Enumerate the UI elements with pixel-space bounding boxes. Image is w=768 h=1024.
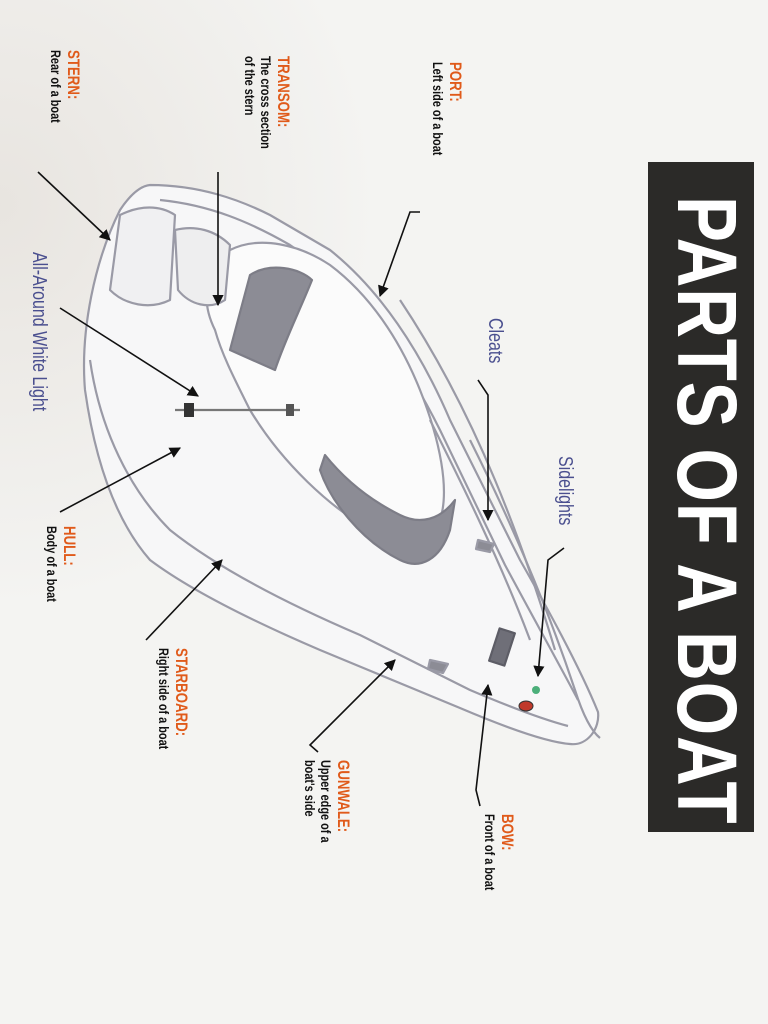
- stern-seating: [173, 227, 232, 307]
- port-definition: Left side of a boat: [430, 62, 446, 156]
- cleat-port: [474, 538, 496, 554]
- transom-definition-line1: The cross section: [258, 56, 274, 149]
- label-transom: TRANSOM: The cross section of the stern: [242, 56, 293, 175]
- label-port: PORT: Left side of a boat: [430, 62, 465, 182]
- arrow-starboard: [145, 559, 223, 641]
- stern-term: STERN:: [64, 50, 83, 100]
- deck-line-1: [399, 299, 557, 651]
- label-sidelights: Sidelights: [554, 456, 576, 543]
- bow-definition: Front of a boat: [482, 814, 498, 891]
- arrow-sidelights: [533, 547, 565, 678]
- sidelights-label: Sidelights: [554, 456, 576, 526]
- arrow-gunwale: [308, 659, 396, 753]
- all-around-light: [184, 403, 194, 417]
- stern-definition: Rear of a boat: [48, 50, 64, 123]
- stern-step: [108, 206, 177, 307]
- sidelight-green: [532, 686, 540, 694]
- gunwale-definition-line1: Upper edge of a: [318, 760, 334, 843]
- label-cleats: Cleats: [484, 318, 506, 375]
- cleat-starboard: [426, 658, 450, 675]
- hull-term: HULL:: [60, 526, 79, 566]
- port-term: PORT:: [446, 62, 465, 102]
- gunwale-term: GUNWALE:: [334, 760, 353, 833]
- label-gunwale: GUNWALE: Upper edge of a boat's side: [302, 760, 353, 866]
- cleats-label: Cleats: [484, 318, 506, 364]
- bow-rail: [469, 439, 601, 739]
- arrow-hull: [59, 447, 181, 513]
- deck-line-2: [429, 419, 532, 641]
- side-window: [318, 453, 457, 565]
- hull-sheer-line: [88, 359, 569, 728]
- boat-illustration: [82, 183, 601, 746]
- arrow-port: [378, 211, 420, 298]
- arrow-stern: [37, 171, 111, 241]
- transom-definition-line2: of the stern: [242, 56, 258, 116]
- sidelight-red: [518, 700, 534, 712]
- bow-term: BOW:: [498, 814, 517, 851]
- label-starboard: STARBOARD: Right side of a boat: [156, 648, 191, 778]
- transom-term: TRANSOM:: [274, 56, 293, 128]
- deck-hatch: [488, 627, 516, 667]
- label-all-around-white-light: All-Around White Light: [28, 252, 50, 451]
- leader-lines: [37, 171, 565, 807]
- gunwale-definition-line2: boat's side: [302, 760, 318, 817]
- arrow-all-around-light: [59, 307, 199, 397]
- label-bow: BOW: Front of a boat: [482, 814, 517, 912]
- windshield: [228, 266, 314, 372]
- title-bar: [648, 162, 754, 832]
- starboard-definition: Right side of a boat: [156, 648, 172, 750]
- hull-definition: Body of a boat: [44, 526, 60, 602]
- arrow-bow: [475, 683, 493, 807]
- light-pole-cap: [286, 404, 294, 416]
- arrow-cleats: [477, 379, 494, 522]
- starboard-term: STARBOARD:: [172, 648, 191, 737]
- label-hull: HULL: Body of a boat: [44, 526, 79, 623]
- label-stern: STERN: Rear of a boat: [48, 50, 83, 143]
- all-around-white-light-label: All-Around White Light: [28, 252, 50, 412]
- page-title: PARTS OF A BOAT: [660, 196, 754, 825]
